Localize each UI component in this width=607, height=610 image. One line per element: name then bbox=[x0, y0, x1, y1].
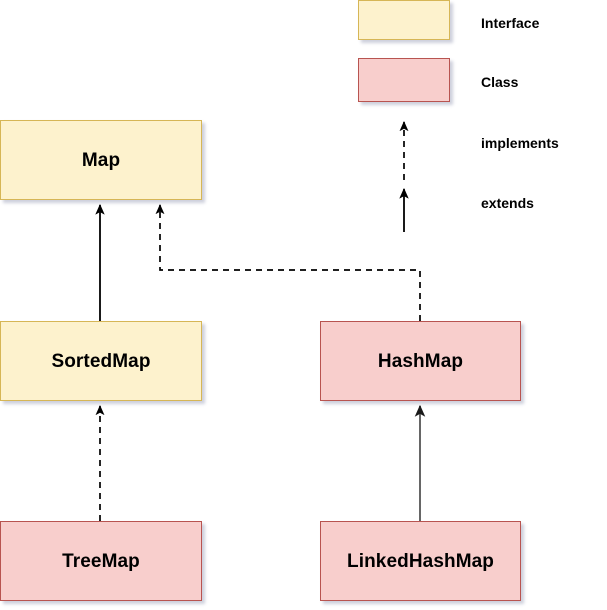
node-linkedhashmap-label: LinkedHashMap bbox=[347, 550, 494, 572]
node-linkedhashmap[interactable]: LinkedHashMap bbox=[320, 521, 521, 601]
legend-class-label: Class bbox=[481, 74, 519, 90]
legend-implements-label: implements bbox=[481, 135, 559, 151]
legend-interface-swatch bbox=[358, 0, 450, 40]
node-treemap-label: TreeMap bbox=[62, 550, 140, 572]
node-hashmap-label: HashMap bbox=[377, 350, 464, 372]
legend-interface-label: Interface bbox=[481, 15, 540, 31]
node-sortedmap-label: SortedMap bbox=[51, 350, 151, 372]
node-treemap[interactable]: TreeMap bbox=[0, 521, 202, 601]
node-map[interactable]: Map bbox=[0, 120, 202, 200]
node-sortedmap[interactable]: SortedMap bbox=[0, 321, 202, 401]
node-map-label: Map bbox=[81, 149, 121, 171]
legend-extends-label: extends bbox=[481, 195, 534, 211]
legend-class-swatch bbox=[358, 58, 450, 102]
edge-hashmap-implements-map bbox=[155, 203, 421, 321]
node-hashmap[interactable]: HashMap bbox=[320, 321, 521, 401]
